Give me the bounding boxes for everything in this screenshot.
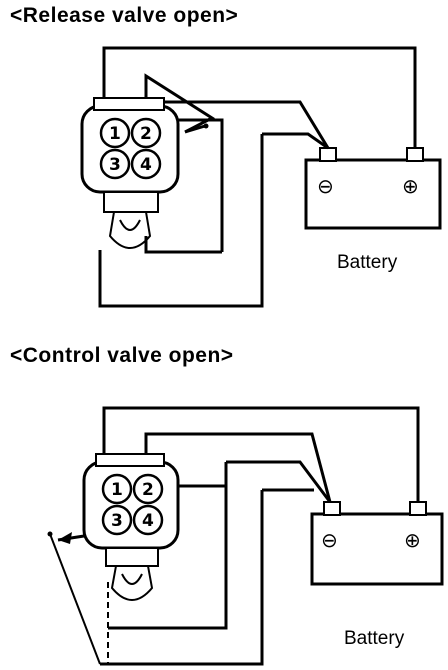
wire-lead-a-bottom (144, 236, 222, 254)
battery-1: ⊖ ⊕ (304, 147, 442, 230)
control-valve-wiring-diagram: ⊖ ⊕ Battery 1 2 3 4 (47, 406, 444, 666)
wire-pin1-positive (102, 46, 417, 148)
pin-1-label: 1 (111, 480, 123, 500)
wire-lead-a (108, 462, 228, 630)
pin-4-label: 4 (140, 155, 152, 175)
wire-lead-a-top (226, 460, 332, 503)
control-valve-heading: <Control valve open> (10, 344, 234, 367)
release-valve-heading: <Release valve open> (10, 4, 239, 27)
positive-terminal-icon: ⊕ (404, 528, 421, 552)
positive-terminal-icon: ⊕ (402, 174, 419, 198)
valve-connector-2: 1 2 3 4 (82, 453, 180, 601)
arrow-icon (58, 532, 72, 544)
negative-terminal-icon: ⊖ (321, 528, 338, 552)
pin-2-label: 2 (140, 124, 152, 144)
wire-pin2-jumper-tip (184, 124, 206, 134)
pin-3-label: 3 (109, 155, 121, 175)
wire-lead-b (98, 134, 264, 308)
wire-lead-b-top (262, 132, 329, 150)
battery-label: Battery (337, 252, 398, 273)
pin-3-label: 3 (111, 511, 123, 531)
battery-2: ⊖ ⊕ (310, 501, 444, 586)
release-valve-wiring-diagram: ⊖ ⊕ Battery 1 2 3 4 (80, 46, 442, 308)
jumper-end-dot (203, 123, 209, 129)
valve-connector-1: 1 2 3 4 (80, 97, 180, 249)
pin-4-label: 4 (142, 511, 154, 531)
battery-label: Battery (344, 628, 405, 649)
wire-pin2-negative (144, 432, 332, 503)
pin-1-label: 1 (109, 124, 121, 144)
negative-terminal-icon: ⊖ (317, 174, 334, 198)
jumper-lead (49, 533, 101, 665)
pin-2-label: 2 (142, 480, 154, 500)
jumper-end-dot (47, 531, 53, 537)
wire-lead-b (100, 490, 264, 666)
wire-pin1-positive (102, 406, 420, 502)
